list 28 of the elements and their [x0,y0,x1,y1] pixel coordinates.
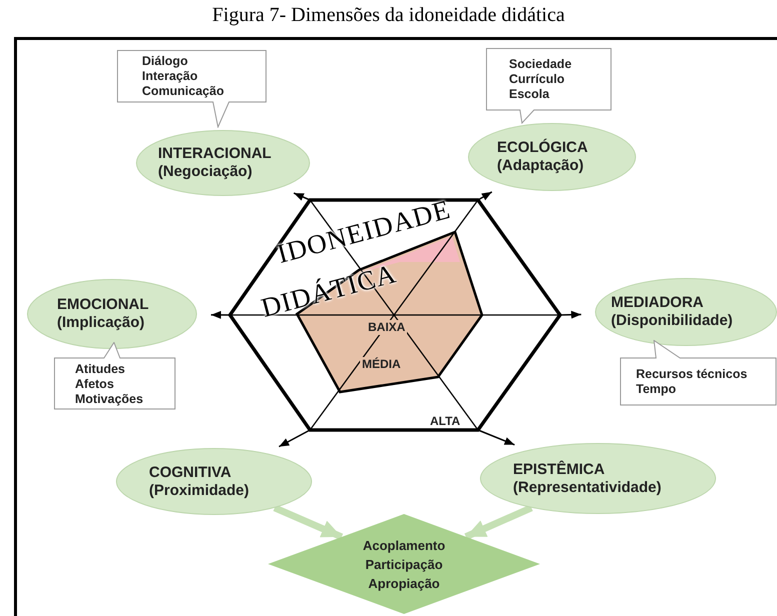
callout-box [486,48,612,124]
callout-box [54,342,176,410]
axis-arrow [478,191,492,201]
scale-label: ALTA [429,414,462,429]
node-text: MEDIADORA (Disponibilidade) [611,294,734,330]
block-arrow [464,504,533,540]
node-text: INTERACIONAL (Negociação) [158,145,272,181]
hexagon [228,198,562,432]
block-arrow [273,504,344,540]
node-text: EMOCIONAL (Implicação) [57,296,150,332]
scale-label: BAIXA [366,320,408,335]
axis-arrow [560,310,582,319]
callout-box [620,340,777,406]
figure-title: Figura 7- Dimensões da idoneidade didática [212,4,565,26]
node-text: EPISTÊMICA (Representatividade) [513,460,662,496]
axis-arrow [478,429,515,446]
node-text: Recursos técnicos Tempo [636,367,748,397]
node-text: Diálogo Interação Comunicação [142,54,225,98]
node-text: Acoplamento Participação Apropiação [362,536,446,592]
decision-diamond [268,514,540,614]
node-text: ECOLÓGICA (Adaptação) [497,139,588,175]
node-text: Sociedade Currículo Escola [509,56,573,102]
node-text: Atitudes Afetos Motivações [75,362,144,406]
callout-box [117,50,267,128]
axis-arrow [210,310,230,319]
axis-arrow [278,429,310,448]
axis-arrow [294,192,310,201]
node-text: COGNITIVA (Proximidade) [149,464,250,500]
